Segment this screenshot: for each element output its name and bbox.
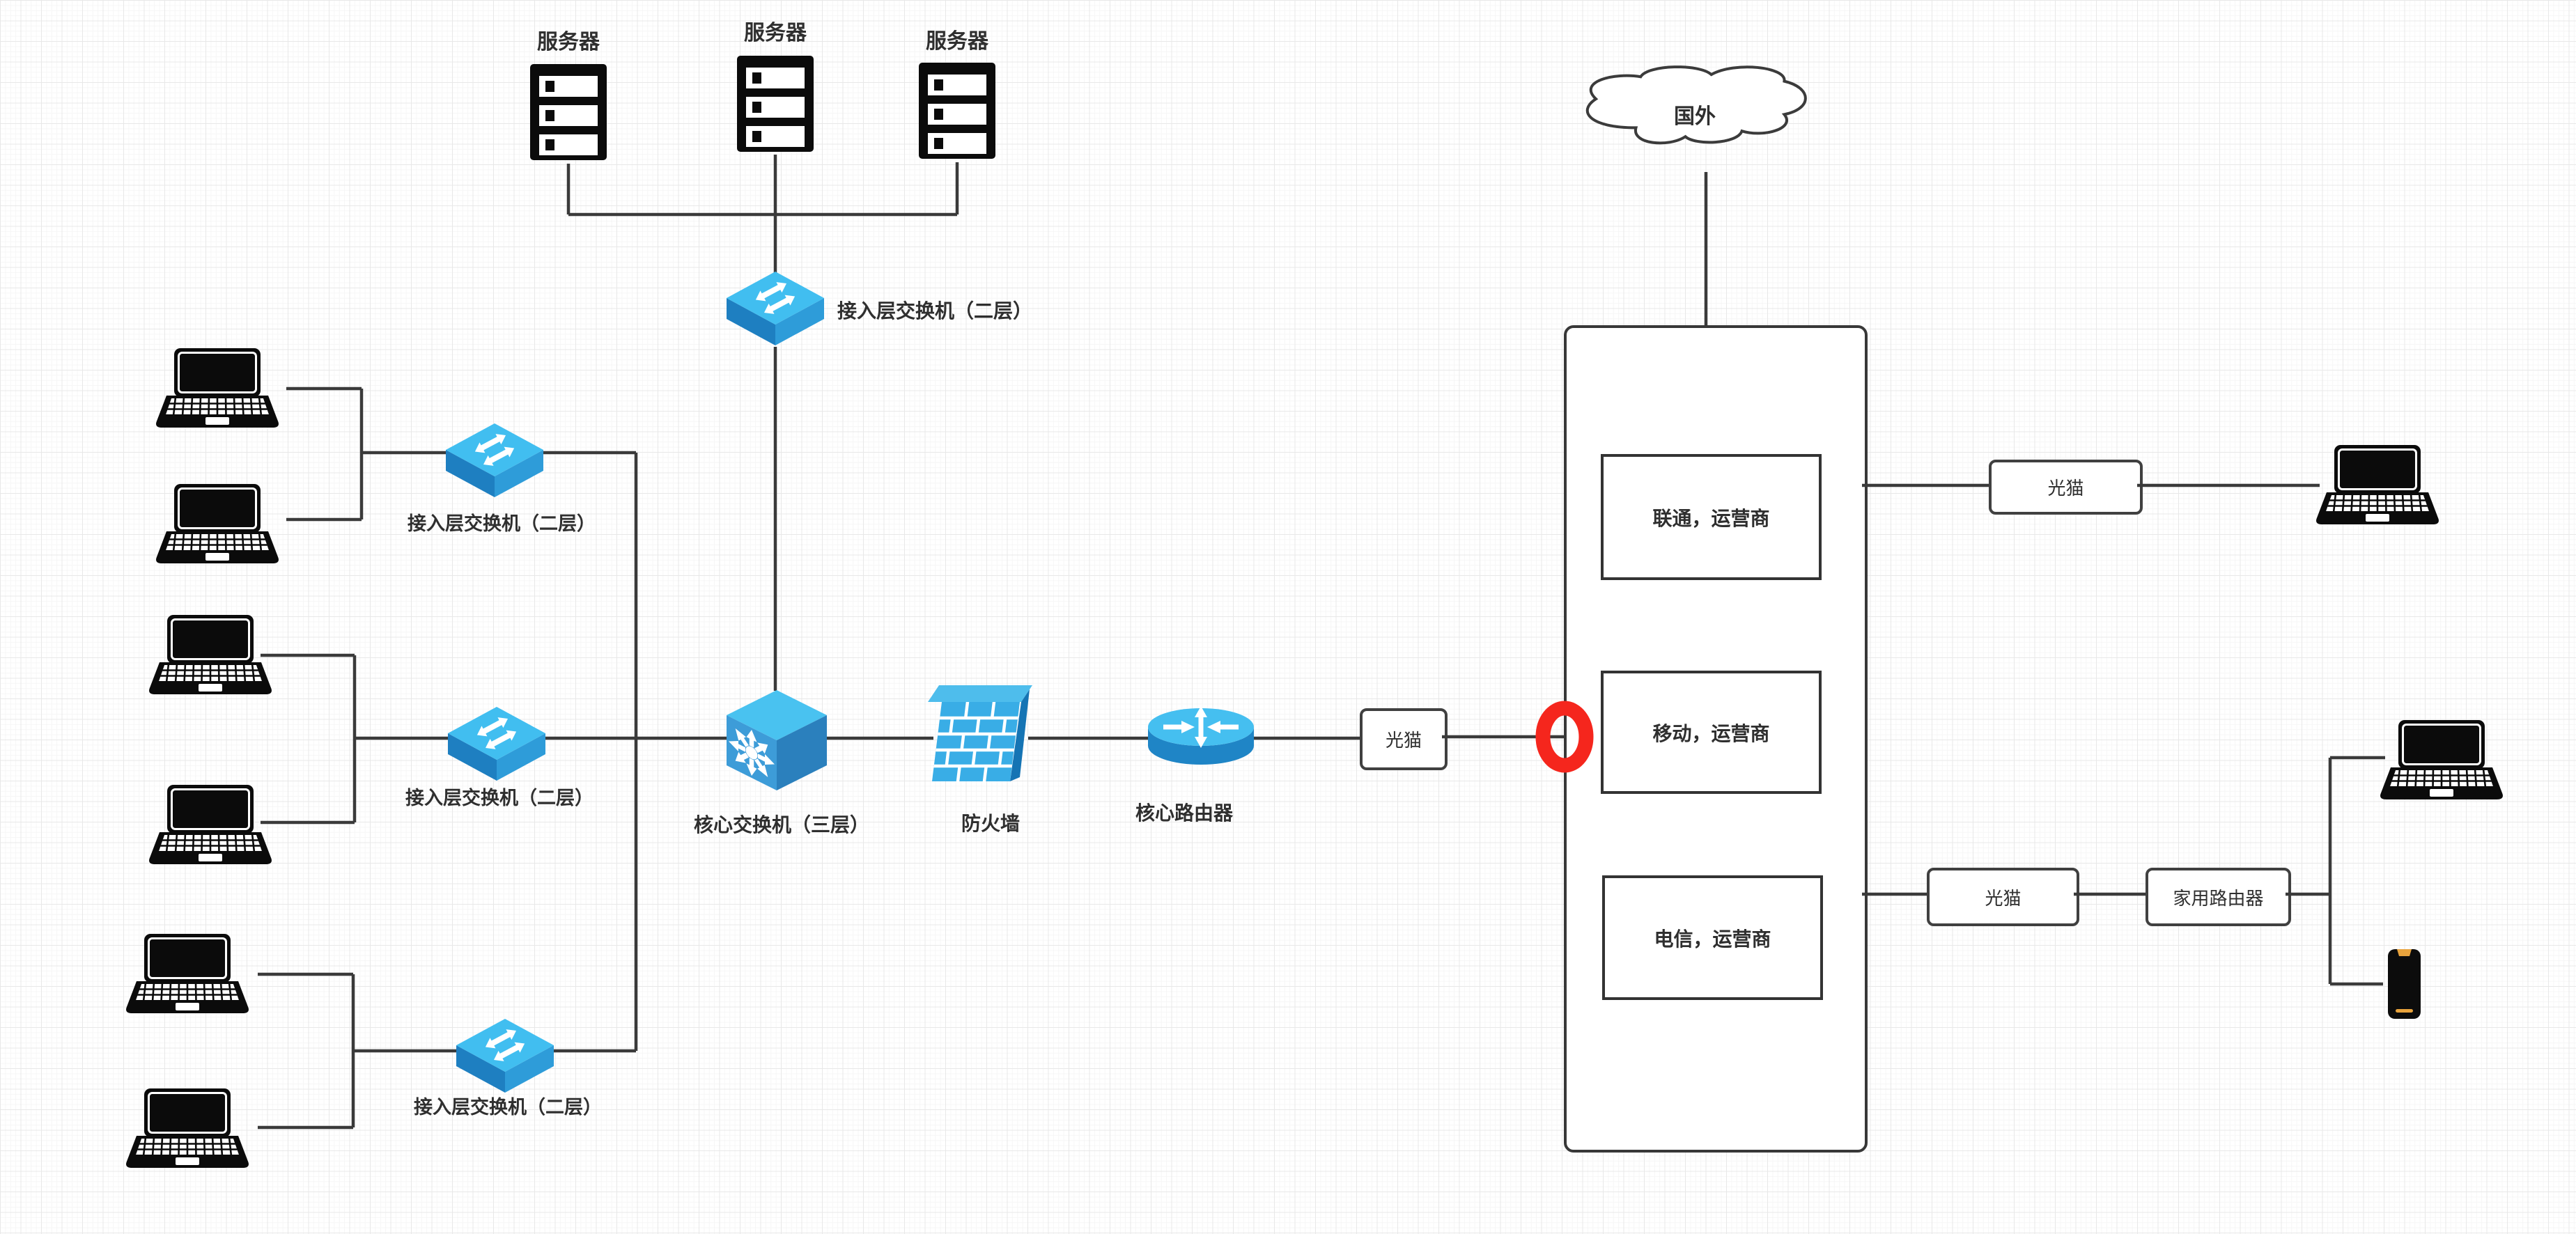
red-ring-annotation [1535,701,1594,773]
access-switch-label: 接入层交换机（二层） [408,513,596,534]
server-label: 服务器 [926,30,988,53]
switch-icon[interactable] [446,423,543,497]
isp-box-label: 电信，运营商 [1654,928,1771,950]
access-switch-label: 接入层交换机（二层） [405,788,593,809]
laptop-icon[interactable] [2380,720,2503,799]
laptop-icon[interactable] [126,1088,249,1168]
core-router-label: 核心路由器 [1135,802,1233,824]
laptop-icon[interactable] [126,934,249,1013]
laptop-icon[interactable] [149,615,272,694]
server-label: 服务器 [744,22,807,45]
layer3-switch-icon[interactable] [727,690,827,790]
isp-box-telecom[interactable]: 电信，运营商 [1602,875,1823,1000]
access-switch-label: 接入层交换机（二层） [837,300,1033,322]
connectors [258,155,2385,1130]
isp-box-mobile[interactable]: 移动，运营商 [1601,671,1822,794]
rack-server-icon[interactable] [737,56,814,152]
access-switch-label: 接入层交换机（二层） [414,1097,602,1118]
laptop-icon[interactable] [156,348,279,428]
optical-modem-box-top-right[interactable]: 光猫 [1989,460,2143,515]
smartphone-icon[interactable] [2388,949,2421,1019]
rack-server-icon[interactable] [530,64,607,160]
rack-server-icon[interactable] [919,63,995,159]
core-switch-label: 核心交换机（三层） [693,814,869,836]
firewall-label: 防火墙 [961,813,1020,834]
laptop-icon[interactable] [149,785,272,864]
laptop-icon[interactable] [156,484,279,563]
home-router-box[interactable]: 家用路由器 [2146,868,2291,926]
isp-box-label: 移动，运营商 [1652,722,1770,744]
isp-box-unicom[interactable]: 联通，运营商 [1601,454,1822,580]
isp-box-label: 联通，运营商 [1652,507,1770,529]
laptop-icon[interactable] [2316,445,2439,524]
switch-icon[interactable] [727,272,824,345]
router-icon[interactable] [1148,706,1254,765]
switch-icon[interactable] [456,1019,554,1093]
optical-modem-box-core[interactable]: 光猫 [1360,708,1448,770]
switch-icon[interactable] [448,707,545,781]
home-router-label: 家用路由器 [2173,887,2264,909]
optical-modem-label: 光猫 [2047,478,2084,499]
server-label: 服务器 [537,31,600,54]
firewall-icon[interactable] [928,685,1032,781]
optical-modem-label: 光猫 [1385,730,1422,751]
cloud-label: 国外 [1674,105,1716,128]
optical-modem-label: 光猫 [1985,887,2022,909]
optical-modem-box-bottom-right[interactable]: 光猫 [1927,868,2079,926]
cloud-shape[interactable] [1588,67,1806,143]
